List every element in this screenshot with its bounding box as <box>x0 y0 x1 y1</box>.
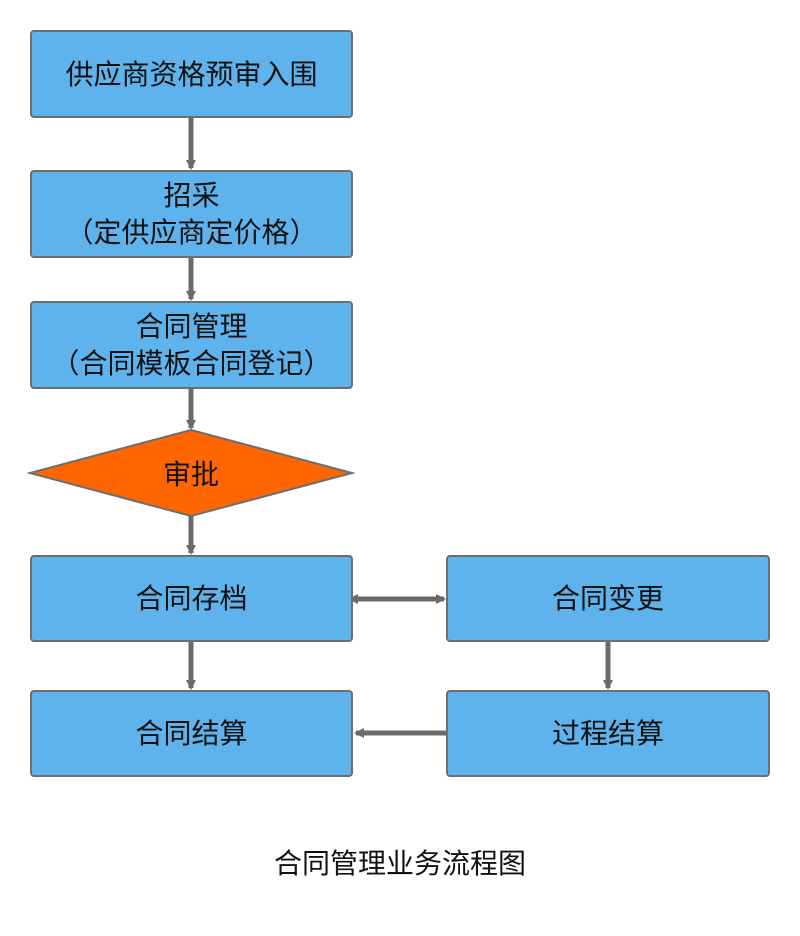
node-contract-settlement: 合同结算 <box>30 690 353 777</box>
approval-diamond <box>26 428 356 518</box>
node-contract-change-label: 合同变更 <box>551 582 664 615</box>
node-process-settlement: 过程结算 <box>446 690 770 777</box>
node-process-settlement-label: 过程结算 <box>551 717 664 750</box>
node-contract-archive-label: 合同存档 <box>135 582 248 615</box>
node-contract-management-subtitle: （合同模板合同登记） <box>51 347 332 380</box>
node-procurement-title: 招采 <box>163 179 220 212</box>
node-procurement-subtitle: （定供应商定价格） <box>65 216 318 249</box>
node-procurement: 招采 （定供应商定价格） <box>30 170 353 258</box>
diagram-caption: 合同管理业务流程图 <box>273 847 526 880</box>
node-approval-label: 审批 <box>162 458 219 491</box>
node-contract-change: 合同变更 <box>446 555 770 642</box>
node-contract-settlement-label: 合同结算 <box>135 717 248 750</box>
node-contract-management: 合同管理 （合同模板合同登记） <box>30 301 353 389</box>
node-prequalification-label: 供应商资格预审入围 <box>65 57 318 91</box>
node-prequalification: 供应商资格预审入围 <box>30 30 353 118</box>
node-contract-archive: 合同存档 <box>30 555 353 642</box>
node-contract-management-title: 合同管理 <box>135 310 248 343</box>
